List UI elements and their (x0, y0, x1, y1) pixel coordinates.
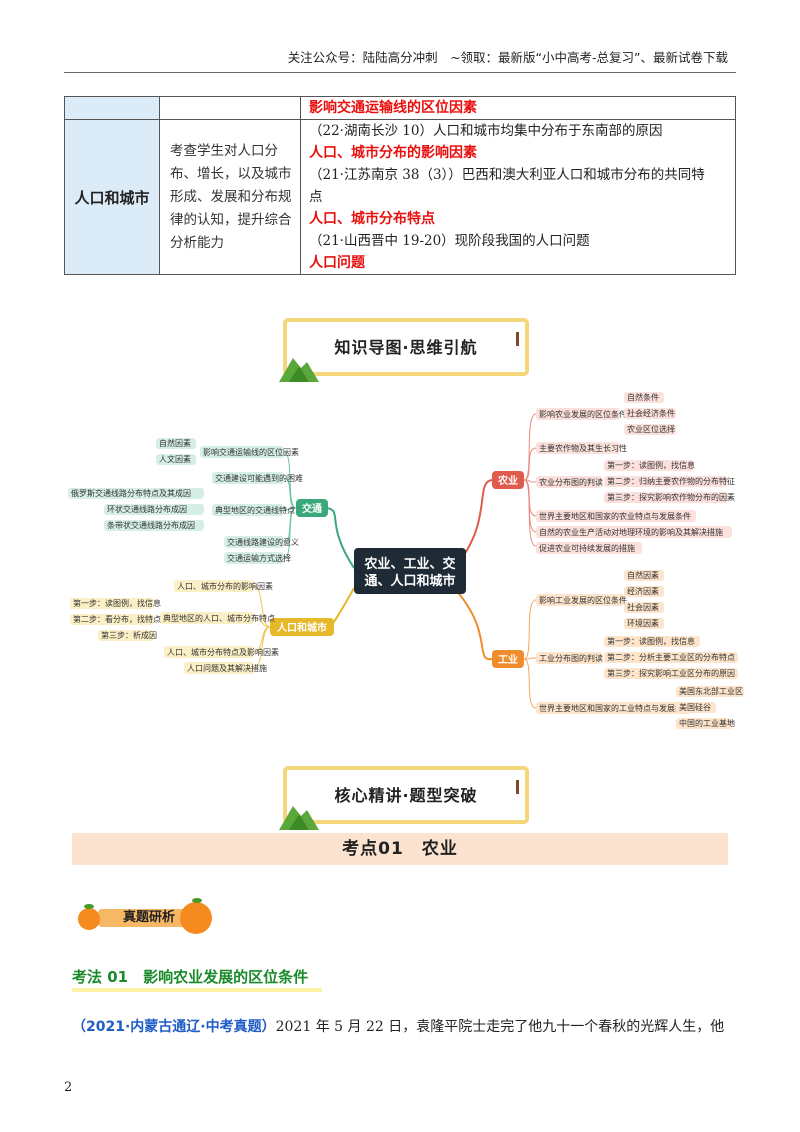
table-cell-empty (64, 96, 160, 120)
mindmap-node: 自然因素 (627, 570, 659, 580)
banner-title: 知识导图·思维引航 (334, 338, 478, 357)
mindmap-branch-transport: 交通 (302, 502, 322, 515)
mindmap-node: 影响工业发展的区位条件 (539, 595, 627, 605)
table-category-cell: 人口和城市 (64, 119, 160, 275)
mindmap-node: 第二步：分析主要工业区的分布特点 (607, 652, 735, 662)
orange-icon (78, 908, 100, 930)
banner-title: 核心精讲·题型突破 (334, 786, 478, 805)
mindmap-node: 交通运输方式选择 (227, 553, 291, 563)
mindmap-center-line1: 农业、工业、交 (363, 556, 455, 572)
mindmap-node: 第三步：探究影响工业区分布的原因 (607, 668, 735, 678)
banner-accent (516, 332, 519, 346)
table-line: （21·山西晋中 19-20）现阶段我国的人口问题 (309, 233, 590, 249)
mindmap-node: 交通建设可能遇到的困难 (215, 473, 303, 483)
mindmap-node: 自然因素 (159, 438, 191, 448)
mindmap-branch-agriculture: 农业 (497, 474, 518, 487)
mindmap-node: 人文因素 (159, 454, 191, 464)
table-cell-top: 影响交通运输线的区位因素 (300, 96, 736, 120)
table-category: 人口和城市 (74, 188, 150, 207)
hill-icon (279, 358, 319, 382)
mindmap-node: 第一步：读图例，找信息 (73, 598, 161, 608)
mindmap-node: 社会因素 (627, 602, 659, 612)
mindmap-branch-population: 人口和城市 (277, 621, 327, 634)
hill-icon (279, 806, 319, 830)
mindmap-node: 农业分布图的判读 (539, 477, 603, 487)
table-red-line: 人口、城市分布特点 (309, 211, 435, 227)
mindmap-node: 美国东北部工业区 (679, 686, 743, 696)
mindmap-node: 环状交通线路分布成因 (107, 504, 187, 514)
table-red-line: 影响交通运输线的区位因素 (309, 100, 477, 116)
mindmap-node: 第三步：探究影响农作物分布的因素 (607, 492, 735, 502)
mindmap-node: 影响交通运输线的区位因素 (203, 447, 299, 457)
banner-knowledge-map: 知识导图·思维引航 (279, 318, 529, 382)
section-title: 考点01 农业 (72, 833, 728, 865)
banner-accent (516, 780, 519, 794)
mindmap-node: 典型地区的交通线特点 (215, 505, 295, 515)
banner-core-lecture: 核心精讲·题型突破 (279, 766, 529, 830)
page-header: 关注公众号：陆陆高分冲刺 ~领取：最新版“小中高考-总复习”、最新试卷下载 (287, 50, 728, 65)
table-cell-empty (159, 96, 301, 120)
exam-table: 影响交通运输线的区位因素 人口和城市 考查学生对人口分布、增长，以及城市形成、发… (64, 96, 736, 275)
mindmap-node: 美国硅谷 (679, 702, 711, 712)
mindmap-node: 条带状交通线路分布成因 (107, 520, 195, 530)
mindmap-node: 农业区位选择 (627, 424, 675, 434)
mindmap-center-line2: 通、人口和城市 (364, 573, 455, 589)
mindmap-node: 经济因素 (627, 586, 659, 596)
orange-icon (180, 902, 212, 934)
mindmap-node: 人口、城市分布的影响因素 (177, 581, 273, 591)
table-line: 点 (309, 189, 323, 205)
mindmap-node: 社会经济条件 (627, 408, 675, 418)
mindmap-node: 人口问题及其解决措施 (187, 663, 267, 673)
mindmap-node: 第一步：读图例，找信息 (607, 636, 695, 646)
mindmap-node: 环境因素 (627, 618, 659, 628)
mindmap-node: 第二步：看分布，找特点 (73, 614, 161, 624)
mindmap-branch-industry: 工业 (498, 653, 518, 666)
mindmap-node: 主要农作物及其生长习性 (539, 443, 627, 453)
mindmap-node: 工业分布图的判读 (539, 653, 603, 663)
tag-label: 真题研析 (98, 909, 200, 927)
mindmap-node: 第三步：析成因 (101, 630, 157, 640)
mindmap-node: 典型地区的人口、城市分布特点 (163, 613, 275, 623)
header-divider (64, 72, 736, 73)
mindmap-node: 自然条件 (627, 392, 659, 402)
mindmap-node: 世界主要地区和国家的农业特点与发展条件 (539, 511, 691, 521)
mindmap-node: 交通线路建设的意义 (227, 537, 299, 547)
method-title: 考法 01 影响农业发展的区位条件 (72, 968, 309, 986)
mind-map: 农业、工业、交 通、人口和城市 农业 影响农业发展的区位条件 自然条件 社会经济… (68, 392, 744, 729)
mindmap-node: 第一步：读图例，找信息 (607, 460, 695, 470)
leaf-icon (192, 898, 202, 903)
table-description-cell: 考查学生对人口分布、增长，以及城市形成、发展和分布规律的认知，提升综合分析能力 (159, 119, 301, 275)
table-description: 考查学生对人口分布、增长，以及城市形成、发展和分布规律的认知，提升综合分析能力 (170, 143, 292, 251)
tag-real-exam: 真题研析 (76, 898, 212, 938)
table-lines-cell: （22·湖南长沙 10）人口和城市均集中分布于东南部的原因 人口、城市分布的影响… (300, 119, 736, 275)
mindmap-node: 人口、城市分布特点及影响因素 (167, 647, 279, 657)
mindmap-node: 第二步：归纳主要农作物的分布特征 (607, 476, 735, 486)
table-red-line: 人口、城市分布的影响因素 (309, 145, 477, 161)
method-underline (72, 988, 322, 992)
mindmap-node: 促进农业可持续发展的措施 (539, 543, 635, 553)
table-line: （21·江苏南京 38（3））巴西和澳大利亚人口和城市分布的共同特 (309, 167, 705, 183)
mindmap-node: 自然的农业生产活动对地理环境的影响及其解决措施 (539, 527, 723, 537)
question-text: 2021 年 5 月 22 日，袁隆平院士走完了他九十一个春秋的光辉人生，他 (275, 1019, 725, 1035)
question-source: （2021·内蒙古通辽·中考真题） (72, 1019, 276, 1035)
mindmap-node: 影响农业发展的区位条件 (539, 409, 627, 419)
leaf-icon (84, 904, 94, 909)
table-line: （22·湖南长沙 10）人口和城市均集中分布于东南部的原因 (309, 123, 663, 139)
page-number: 2 (64, 1080, 73, 1095)
table-red-line: 人口问题 (309, 255, 365, 271)
question-paragraph: （2021·内蒙古通辽·中考真题）2021 年 5 月 22 日，袁隆平院士走完… (72, 1017, 732, 1037)
mindmap-node: 俄罗斯交通线路分布特点及其成因 (71, 488, 191, 498)
mindmap-node: 世界主要地区和国家的工业特点与发展条件 (539, 703, 691, 713)
mindmap-node: 中国的工业基地 (679, 718, 735, 728)
